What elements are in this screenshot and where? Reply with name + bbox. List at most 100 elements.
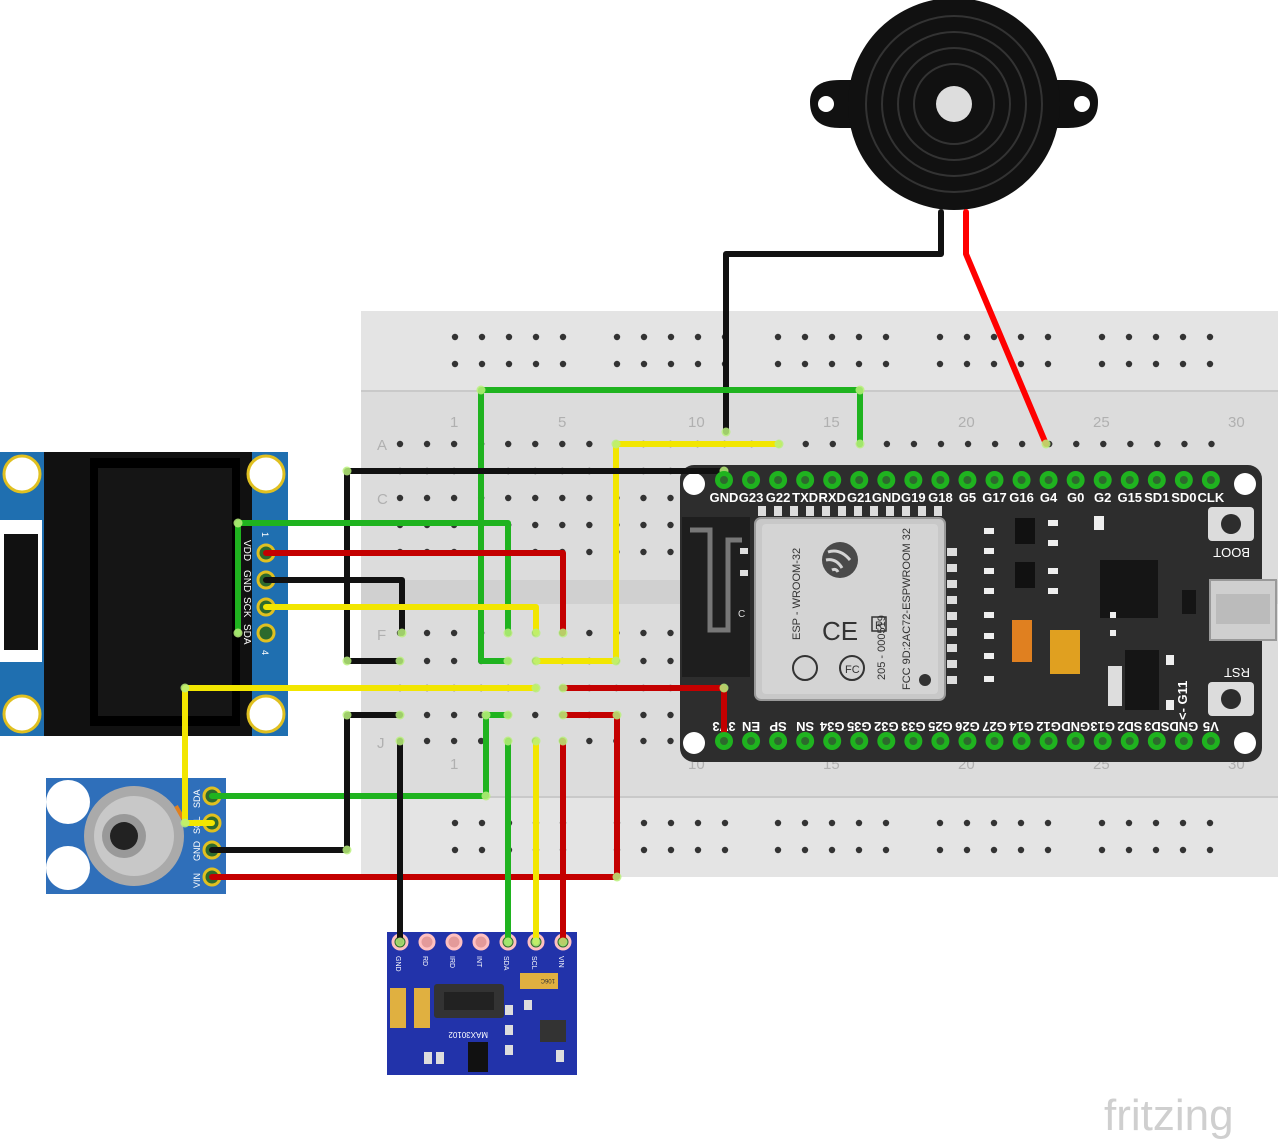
pulse-pin [418, 933, 436, 951]
breadboard-hole [423, 629, 431, 637]
rail-hole [613, 360, 621, 368]
boot-button[interactable] [1208, 507, 1254, 541]
esp32-bottom-pin-label: G14 [1008, 719, 1033, 734]
breadboard-hole [964, 440, 972, 448]
esp32-top-pin-label: TXD [792, 490, 818, 505]
breadboard-hole [450, 440, 458, 448]
rail-hole [1017, 846, 1025, 854]
breadboard-hole [640, 737, 647, 745]
breadboard-hole [505, 440, 512, 448]
row-label-a: A [377, 437, 387, 454]
breadboard-hole [450, 737, 458, 745]
breadboard-hole [640, 548, 647, 556]
rst-label: RST [1224, 665, 1250, 680]
wire-endpoint [395, 736, 405, 746]
wire-endpoint [481, 791, 491, 801]
esp32-pin-center [1179, 476, 1188, 484]
oled-pin-number: 4 [260, 650, 270, 655]
breadboard-hole [640, 629, 647, 637]
breadboard-hole [667, 737, 674, 745]
wire-endpoint [1041, 439, 1051, 449]
rail-hole [1179, 360, 1187, 368]
column-numbers-top: 1 5 10 15 20 25 30 [450, 414, 1245, 431]
fcc-logo [839, 655, 865, 681]
mount-hole [683, 732, 705, 754]
rail-hole [1152, 360, 1160, 368]
pulse-pin-labels: GND RD IRD INT SDA SCL VIN [394, 956, 564, 972]
wire-endpoint [558, 736, 568, 746]
esp32-bottom-pin-label: GND [1169, 719, 1198, 734]
esp32-pin-center [828, 737, 837, 745]
temperature-sensor: SDA SCL GND VIN [46, 778, 226, 894]
pulse-pin-label: VIN [557, 956, 564, 968]
esp32-top-pin-label: G15 [1117, 490, 1142, 505]
esp32-pin-center [1017, 476, 1026, 484]
breadboard-hole [586, 548, 593, 556]
wire-oled-vdd [263, 550, 566, 636]
esp32-bottom-pin-label: GND [1061, 719, 1090, 734]
esp32-bottom-pin-label: G26 [955, 719, 980, 734]
wire-endpoints [180, 385, 1051, 947]
wire-endpoint [612, 872, 622, 882]
esp32-bottom-pin-label: G34 [819, 719, 844, 734]
wires [182, 209, 1049, 945]
rail-hole [990, 846, 998, 854]
rail-hole [532, 333, 540, 341]
esp32-pin-center [1125, 476, 1134, 484]
breadboard-hole [532, 711, 539, 719]
rail-hole [505, 360, 513, 368]
breadboard-hole [423, 440, 431, 448]
temp-pin-label: VIN [192, 873, 202, 888]
esp32-pin-center [801, 476, 810, 484]
antenna-trace [690, 527, 742, 633]
esp32-bottom-label-wrap: GND [1169, 719, 1198, 734]
esp32-top-pin-label: G2 [1094, 490, 1111, 505]
esp32-top-pin-label: G16 [1009, 490, 1034, 505]
rail-hole [694, 360, 702, 368]
module-name: ESP - WROOM-32 [791, 548, 803, 640]
breadboard-hole [1127, 440, 1134, 448]
breadboard-hole [937, 440, 945, 448]
breadboard-hole [667, 494, 674, 502]
esp32-top-pin-label: G19 [901, 490, 926, 505]
oled-pin-label: SDA [241, 624, 252, 645]
rail-hole [801, 360, 809, 368]
breadboard-hole [802, 440, 809, 448]
wire-oled-gnd [263, 577, 405, 636]
esp32-pin-center [747, 737, 756, 745]
breadboard-hole [450, 711, 458, 719]
esp32-top-pin-label: G22 [766, 490, 791, 505]
esp32-bottom-pin-label: G32 [874, 719, 899, 734]
breadboard-hole [883, 440, 891, 448]
rail-hole [640, 333, 648, 341]
wire-endpoint [481, 710, 491, 720]
esp32-bottom-label-wrap: G13 [1090, 719, 1115, 734]
wire-oled-sck [263, 604, 539, 636]
wire-endpoint [612, 710, 622, 720]
pulse-pin-label: SCL [530, 956, 537, 970]
col-num: 20 [958, 414, 975, 431]
esp32-pin-center [936, 737, 945, 745]
breadboard-hole [477, 737, 485, 745]
rail-hole [478, 360, 486, 368]
esp32-top-pin-label: G21 [847, 490, 872, 505]
esp32-bottom-pin-label: EN [742, 719, 760, 734]
rail-hole [505, 333, 513, 341]
breadboard-hole [559, 440, 566, 448]
breadboard-hole [396, 440, 404, 448]
wire-endpoint [558, 937, 568, 947]
wire-endpoint [342, 466, 352, 476]
rail-hole [990, 333, 998, 341]
rst-button[interactable] [1208, 682, 1254, 716]
espressif-logo [822, 542, 858, 578]
breadboard-hole [396, 494, 404, 502]
breadboard-hole [910, 440, 918, 448]
breadboard-hole [586, 521, 593, 529]
esp32-bottom-label-wrap: G25 [928, 719, 953, 734]
esp32-bottom-pin-label: G13 [1090, 719, 1115, 734]
rail-hole [936, 333, 944, 341]
esp32-top-pin-label: G4 [1040, 490, 1058, 505]
row-label-j: J [377, 735, 385, 752]
rail-hole [1206, 819, 1214, 827]
